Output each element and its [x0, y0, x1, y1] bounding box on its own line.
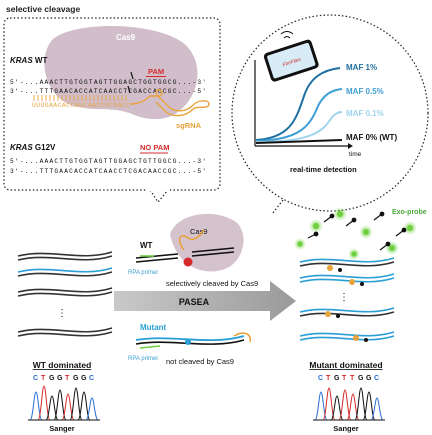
mutant-bases: C T G T T G G C: [318, 375, 379, 382]
wt-sanger-label: Sanger: [49, 424, 75, 433]
cleavage-bubble-border: [3, 17, 221, 191]
wt-bases: C T G G T G G C: [33, 375, 94, 382]
mutation-site: [185, 339, 191, 345]
wt-seq-top: 5'-...AAACTTGTGGTAGTTGGAGCTGGTGGCG...-3': [10, 79, 206, 86]
mutant-base: T: [342, 375, 347, 382]
maf-05-label: MAF 0.5%: [346, 87, 384, 96]
mutant-dna-top: [135, 335, 245, 342]
mutant-ellipsis: ⋮: [339, 292, 349, 303]
wt-cleavage-schematic: Cas9 WT RPA primer selectively cleaved b…: [128, 213, 258, 288]
curve-maf-0: [255, 139, 343, 144]
wt-ellipsis: ⋮: [57, 308, 67, 319]
bound-probes: [325, 265, 368, 342]
time-axis-label: time: [349, 151, 362, 158]
wt-label: WT: [140, 241, 153, 250]
detection-panel: FireFlies time MAF 1% MAF 0.5% MAF 0.1% …: [231, 14, 429, 215]
rpa-primer-label-2: RPA primer: [128, 356, 158, 362]
wt-dominated-label: WT dominated: [33, 360, 92, 370]
wt-dominated-panel: ⋮ WT dominated C T G G T G G C Sanger: [17, 251, 113, 433]
exo-probes: [294, 207, 417, 260]
mutant-base: T: [350, 375, 355, 382]
detection-caption: real-time detection: [290, 165, 357, 174]
curve-maf-01: [255, 111, 343, 143]
mutant-base: G: [358, 375, 364, 382]
sgrna-mut: [233, 332, 252, 343]
wt-base: C: [89, 375, 94, 382]
phone-label: FireFlies: [282, 57, 303, 69]
curve-maf-1: [255, 67, 341, 141]
mutant-base: G: [366, 375, 372, 382]
cut-site-marker: [183, 257, 193, 267]
mutant-strand-schematic: Mutant RPA primer not cleaved by Cas9: [128, 323, 252, 366]
kras-mut-heading: KRAS G12V: [10, 143, 56, 152]
wt-dna-left: [135, 253, 179, 263]
wt-chromatogram: [28, 385, 100, 421]
pasea-arrow-shape: [114, 281, 296, 321]
wt-base: C: [33, 375, 38, 382]
wt-dna-strands: [17, 251, 113, 337]
cleavage-bubble-pointer: [149, 189, 169, 204]
pam-label: PAM: [148, 67, 164, 76]
pasea-label: PASEA: [179, 297, 210, 307]
mutant-dominated-label: Mutant dominated: [309, 360, 382, 370]
mutant-base: C: [374, 375, 379, 382]
no-pam-label: NO PAM: [140, 143, 169, 152]
wt-base: T: [65, 375, 70, 382]
sgrna-hairpin: [129, 88, 210, 117]
wt-base: G: [73, 375, 79, 382]
detection-pointer: [271, 199, 284, 215]
mutant-base: G: [334, 375, 340, 382]
wt-base: G: [81, 375, 87, 382]
mut-seq-bottom: 3'-...TTTGAACACCATCAACCTCGACAACCGC...-5': [10, 168, 206, 175]
kras-mut-gene: KRAS: [10, 143, 33, 152]
cas9-label: Cas9: [116, 33, 136, 42]
mutant-label: Mutant: [140, 323, 167, 332]
kras-wt-suffix: WT: [33, 56, 48, 65]
mutant-base: C: [318, 375, 323, 382]
maf-0-label: MAF 0% (WT): [346, 133, 397, 142]
pasea-arrow: PASEA: [114, 281, 296, 321]
cas9-label-middle: Cas9: [190, 227, 208, 236]
selective-cleavage-panel: selective cleavage Cas9 KRAS WT PAM 5'-.…: [3, 4, 221, 204]
sgrna-pairing-ticks: [33, 95, 127, 101]
cleaved-text: selectively cleaved by Cas9: [166, 279, 258, 288]
maf-1-label: MAF 1%: [346, 63, 377, 72]
cut-mark-bottom: [127, 85, 131, 94]
mutant-chromatogram: [313, 387, 385, 421]
kras-wt-gene: KRAS: [10, 56, 33, 65]
wt-base: G: [57, 375, 63, 382]
detection-bubble-border: [231, 14, 429, 212]
mutant-dominated-panel: Exo-probe ⋮ Mutant dominated C T G T T G: [294, 207, 427, 433]
curve-maf-05: [255, 88, 343, 142]
mutant-base: T: [326, 375, 331, 382]
wt-dna-right: [191, 247, 235, 257]
rpa-primer-mut: [139, 345, 161, 349]
wt-base: T: [41, 375, 46, 382]
maf-01-label: MAF 0.1%: [346, 109, 384, 118]
wifi-icon: [280, 31, 294, 39]
cut-mark-top: [130, 71, 134, 80]
cas9-blob-middle: [170, 213, 244, 272]
mutant-dna-strands: [299, 257, 395, 341]
sgrna-label: sgRNA: [176, 121, 202, 130]
x-axis-arrow: [348, 143, 353, 149]
cleavage-title: selective cleavage: [6, 4, 80, 14]
smartphone-icon: FireFlies: [263, 39, 319, 82]
wt-base: G: [49, 375, 55, 382]
exo-probe-label: Exo-probe: [392, 209, 427, 216]
sgrna-middle: [178, 229, 205, 251]
not-cleaved-text: not cleaved by Cas9: [166, 357, 234, 366]
kras-mut-suffix: G12V: [33, 143, 56, 152]
sgrna-seq: UUUGAACACCAUCAACCUCGACC: [32, 102, 130, 109]
wt-seq-bottom: 3'-...TTTGAACACCATCAACCTCGACCACCGC...-5': [10, 88, 206, 95]
rpa-primer-label-1: RPA primer: [128, 270, 158, 276]
mut-seq-top: 5'-...AAACTTGTGGTAGTTGGAGCTGTTGGCG...-3': [10, 158, 206, 165]
kras-wt-heading: KRAS WT: [10, 56, 47, 65]
mutant-sanger-label: Sanger: [333, 424, 359, 433]
